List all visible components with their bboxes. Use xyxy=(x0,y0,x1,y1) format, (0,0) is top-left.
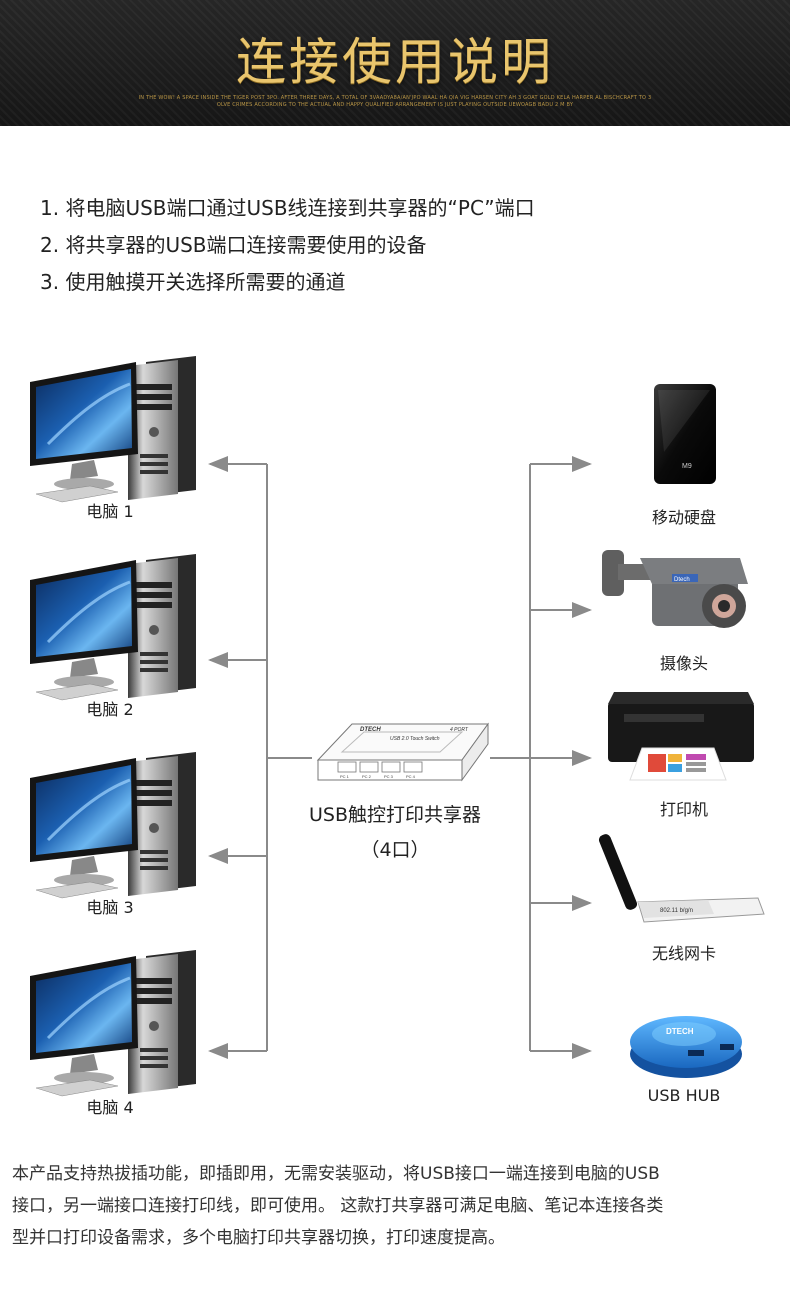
computer-3-label: 电脑 3 xyxy=(86,898,134,917)
hard-drive-icon: M9 xyxy=(654,384,716,484)
description-line-2: 接口，另一端接口连接打印线，即可使用。 这款打共享器可满足电脑、笔记本连接各类 xyxy=(12,1196,664,1216)
computer-4-label: 电脑 4 xyxy=(86,1098,134,1117)
wifi-adapter-label: 无线网卡 xyxy=(651,944,716,963)
camera-label: 摄像头 xyxy=(659,654,708,673)
connector-lines xyxy=(208,456,592,1059)
switch-ports-label: （4口） xyxy=(360,839,430,861)
instruction-steps: 1. 将电脑USB端口通过USB线连接到共享器的“PC”端口 2. 将共享器的U… xyxy=(40,190,535,301)
computer-4 xyxy=(28,948,228,1098)
switch-name-label: USB触控打印共享器 xyxy=(308,804,481,826)
computer-icon xyxy=(28,552,198,702)
step-3: 3. 使用触摸开关选择所需要的通道 xyxy=(40,270,346,294)
computer-2 xyxy=(28,552,228,702)
computer-1-label: 电脑 1 xyxy=(86,502,134,521)
usb-hub-label: USB HUB xyxy=(647,1086,721,1105)
printer-label: 打印机 xyxy=(659,800,708,819)
hard-drive-label: 移动硬盘 xyxy=(651,508,716,527)
wifi-adapter-mark: 802.11 b/g/n xyxy=(660,908,693,914)
step-1: 1. 将电脑USB端口通过USB线连接到共享器的“PC”端口 xyxy=(40,196,535,220)
hard-drive-mark: M9 xyxy=(682,463,692,470)
computer-icon xyxy=(28,354,198,504)
switch-port-label-4: PC 4 xyxy=(406,774,416,779)
computer-3 xyxy=(28,750,228,900)
banner-subtitle-line-2: OLVE CRIMES ACCORDING TO THE ACTUAL AND … xyxy=(216,102,574,108)
switch-port-label-3: PC 3 xyxy=(384,774,394,779)
banner-subtitle-line-1: IN THE WOW! A SPACE INSIDE THE TIGER POS… xyxy=(138,95,652,101)
camera-icon: Dtech xyxy=(602,550,748,628)
connection-diagram: 电脑 1 电脑 2 电脑 3 电脑 4 DTECH 4 PORT USB 2.0… xyxy=(0,340,790,1140)
product-description: 本产品支持热拔插功能，即插即用，无需安装驱动，将USB接口一端连接到电脑的USB… xyxy=(12,1158,782,1254)
computer-icon xyxy=(28,750,198,900)
description-line-3: 型并口打印设备需求，多个电脑打印共享器切换，打印速度提高。 xyxy=(12,1228,505,1248)
usb-hub-icon: DTECH xyxy=(630,1016,742,1078)
switch-model-text: USB 2.0 Touch Switch xyxy=(390,736,440,742)
printer-icon xyxy=(608,692,754,781)
wifi-adapter-icon: 802.11 b/g/n xyxy=(598,834,765,923)
usb-switch-icon: DTECH 4 PORT USB 2.0 Touch Switch PC 1 P… xyxy=(316,722,489,782)
computer-1 xyxy=(28,354,228,504)
computer-2-label: 电脑 2 xyxy=(86,700,134,719)
switch-port-count-text: 4 PORT xyxy=(450,727,469,733)
page-title: 连接使用说明 xyxy=(236,33,554,91)
header-banner: 连接使用说明 IN THE WOW! A SPACE INSIDE THE TI… xyxy=(0,0,790,126)
switch-port-label-1: PC 1 xyxy=(340,774,350,779)
camera-mark: Dtech xyxy=(674,577,690,583)
step-2: 2. 将共享器的USB端口连接需要使用的设备 xyxy=(40,233,427,257)
switch-port-label-2: PC 2 xyxy=(362,774,372,779)
computer-icon xyxy=(28,948,198,1098)
usb-hub-mark: DTECH xyxy=(666,1027,694,1036)
switch-brand-text: DTECH xyxy=(360,727,381,733)
description-line-1: 本产品支持热拔插功能，即插即用，无需安装驱动，将USB接口一端连接到电脑的USB xyxy=(12,1164,660,1184)
